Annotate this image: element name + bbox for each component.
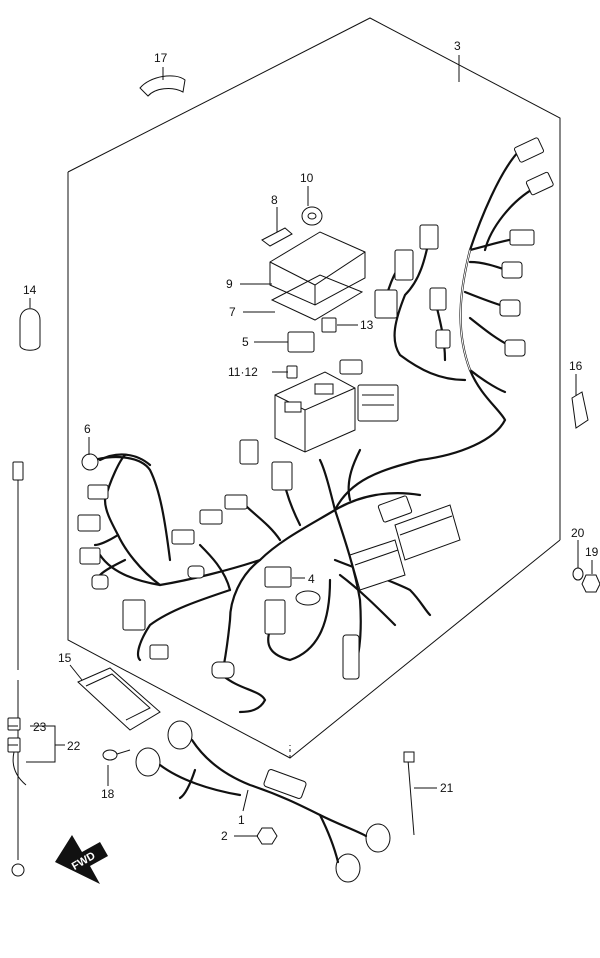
main-connectors [349, 495, 461, 591]
callouts: 3 17 10 8 9 7 5 13 11·12 14 6 16 4 20 19… [23, 39, 599, 843]
callout-22: 22 [67, 739, 81, 753]
callout-20: 20 [571, 526, 585, 540]
small-parts [19, 75, 600, 845]
callout-2: 2 [221, 829, 228, 843]
callout-18: 18 [101, 787, 115, 801]
callout-15: 15 [58, 651, 72, 665]
callout-4: 4 [308, 572, 315, 586]
forward-arrow: FWD [55, 835, 108, 884]
callout-13: 13 [360, 318, 374, 332]
leader-lines [8, 55, 593, 837]
callout-17: 17 [154, 51, 168, 65]
harness-box-outline [67, 17, 561, 759]
lower-harness [135, 720, 391, 883]
callout-5: 5 [242, 335, 249, 349]
callout-3: 3 [454, 39, 461, 53]
callout-14: 14 [23, 283, 37, 297]
callout-9: 9 [226, 277, 233, 291]
callout-19: 19 [585, 545, 599, 559]
callout-1: 1 [238, 813, 245, 827]
connectors-left [77, 439, 360, 680]
callout-23: 23 [33, 720, 47, 734]
callout-21: 21 [440, 781, 454, 795]
callout-10: 10 [300, 171, 314, 185]
callout-8: 8 [271, 193, 278, 207]
relay-box [274, 359, 399, 453]
callout-7: 7 [229, 305, 236, 319]
connectors-right [374, 137, 554, 357]
callout-16: 16 [569, 359, 583, 373]
left-cable [7, 461, 27, 877]
wire-harness [93, 148, 542, 714]
callout-6: 6 [84, 422, 91, 436]
callout-11-12: 11·12 [228, 365, 258, 379]
